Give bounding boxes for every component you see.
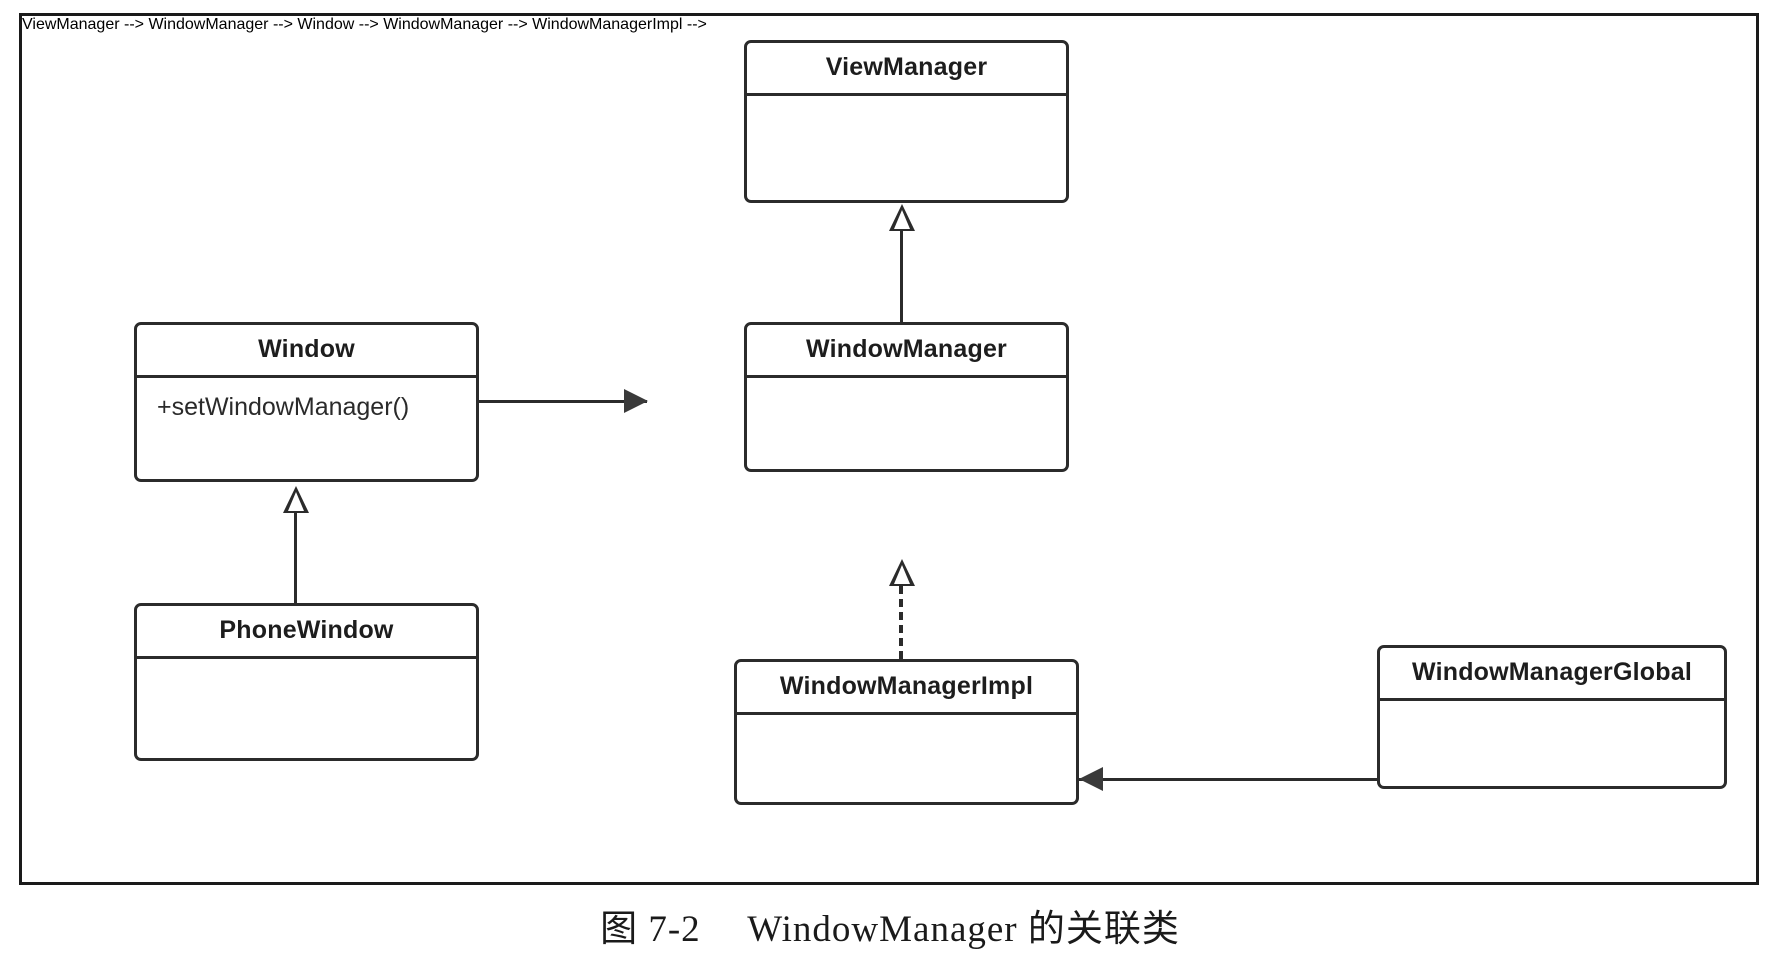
figure-caption-title: WindowManager 的关联类: [747, 909, 1180, 950]
class-body-window-manager-global: [1380, 701, 1724, 786]
connector-wmglobal-to-wmimpl-line: [1079, 778, 1379, 781]
class-body-phone-window: [137, 659, 476, 758]
connector-wm-to-vm-line: [900, 230, 903, 340]
connector-phonewindow-to-window-line: [294, 513, 297, 603]
connector-wmimpl-to-wm-dashed-line: [899, 586, 903, 659]
class-box-window-manager-global[interactable]: WindowManagerGlobal: [1377, 645, 1727, 789]
class-body-view-manager: [747, 96, 1066, 200]
class-body-window-manager-impl: [737, 715, 1076, 802]
class-box-phone-window[interactable]: PhoneWindow: [134, 603, 479, 761]
class-box-window-manager[interactable]: WindowManager: [744, 322, 1069, 472]
class-body-window-manager: [747, 378, 1066, 469]
class-name-view-manager: ViewManager: [747, 43, 1066, 96]
class-name-window-manager-impl: WindowManagerImpl: [737, 662, 1076, 715]
figure-caption: 图 7-2 WindowManager 的关联类: [0, 898, 1780, 952]
diagram-frame: ViewManager ViewManager --> Window +setW…: [19, 13, 1759, 885]
class-member-set-window-manager: +setWindowManager(): [157, 393, 410, 421]
class-box-window[interactable]: Window +setWindowManager(): [134, 322, 479, 482]
class-box-window-manager-impl[interactable]: WindowManagerImpl: [734, 659, 1079, 805]
arrowhead-association-window-manager-impl: [1079, 767, 1103, 791]
class-name-window: Window: [137, 325, 476, 378]
class-box-view-manager[interactable]: ViewManager: [744, 40, 1069, 203]
class-name-window-manager: WindowManager: [747, 325, 1066, 378]
connector-window-to-wm-line: [479, 400, 647, 403]
class-name-phone-window: PhoneWindow: [137, 606, 476, 659]
class-name-window-manager-global: WindowManagerGlobal: [1380, 648, 1724, 701]
arrowhead-association-window-manager: [624, 389, 648, 413]
class-body-window: +setWindowManager(): [137, 378, 476, 479]
figure-caption-label: 图 7-2: [600, 909, 701, 950]
